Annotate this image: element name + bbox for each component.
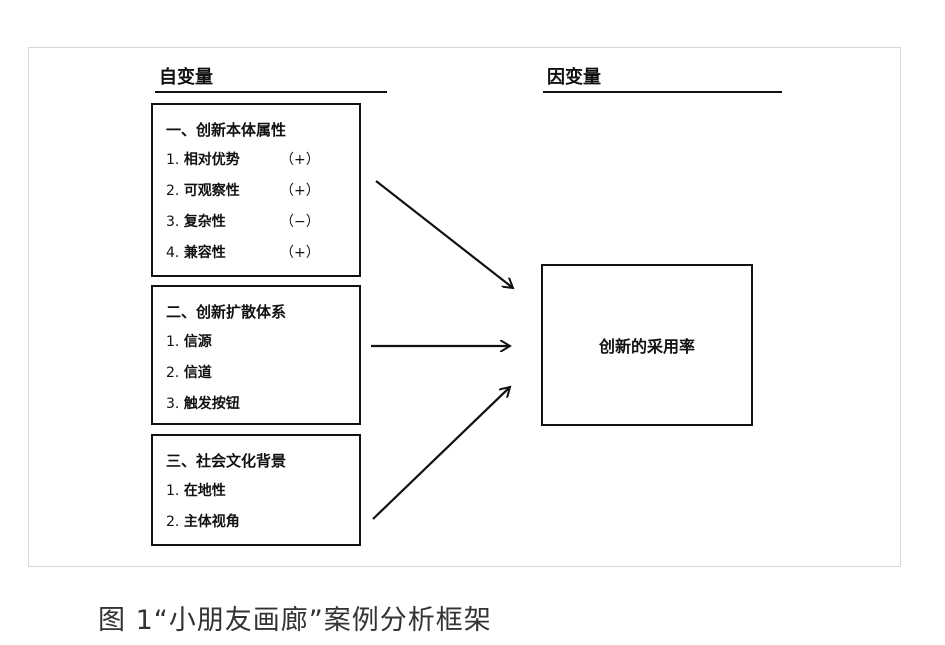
item-number: 4. — [166, 245, 180, 261]
dependent-variable-box: 创新的采用率 — [541, 264, 753, 426]
item-number: 2. — [166, 514, 180, 530]
list-item: 2. 可观察性 （+） — [166, 176, 359, 207]
item-label: 触发按钮 — [183, 396, 240, 412]
independent-variable-header: 自变量 — [155, 66, 387, 93]
arrow-context-to-adoption — [372, 387, 510, 520]
group-innovation-attributes: 一、创新本体属性 1. 相对优势 （+） 2. 可观察性 （+） 3. 复杂性 （−）… — [151, 103, 361, 277]
group-diffusion-system: 二、创新扩散体系 1. 信源 2. 信道 3. 触发按钮 — [151, 285, 361, 425]
item-number: 1. — [166, 152, 180, 168]
item-sign: （−） — [280, 214, 320, 230]
dependent-variable-label: 创新的采用率 — [598, 337, 695, 356]
item-number: 2. — [166, 183, 180, 199]
item-label: 信源 — [183, 334, 212, 350]
list-item: 1. 信源 — [166, 327, 359, 358]
item-sign: （+） — [280, 183, 320, 199]
list-item: 3. 触发按钮 — [166, 389, 359, 420]
item-number: 2. — [166, 365, 180, 381]
item-number: 1. — [166, 334, 180, 350]
arrow-attributes-to-adoption — [375, 180, 513, 288]
item-label: 主体视角 — [183, 514, 240, 530]
list-item: 4. 兼容性 （+） — [166, 238, 359, 269]
group-sociocultural-context: 三、社会文化背景 1. 在地性 2. 主体视角 — [151, 434, 361, 546]
list-item: 2. 信道 — [166, 358, 359, 389]
item-label: 在地性 — [183, 483, 226, 499]
group-title: 二、创新扩散体系 — [166, 303, 287, 321]
item-sign: （+） — [280, 152, 320, 168]
list-item: 2. 主体视角 — [166, 507, 359, 538]
item-label: 相对优势 — [183, 152, 240, 168]
dependent-variable-header: 因变量 — [543, 66, 782, 93]
item-number: 1. — [166, 483, 180, 499]
group-title: 一、创新本体属性 — [166, 121, 287, 139]
item-label: 信道 — [183, 365, 212, 381]
item-label: 兼容性 — [183, 245, 226, 261]
list-item: 1. 在地性 — [166, 476, 359, 507]
group-title: 三、社会文化背景 — [166, 452, 287, 470]
item-number: 3. — [166, 214, 180, 230]
figure-caption: 图 1“小朋友画廊”案例分析框架 — [98, 605, 492, 636]
item-label: 复杂性 — [183, 214, 226, 230]
list-item: 1. 相对优势 （+） — [166, 145, 359, 176]
item-label: 可观察性 — [183, 183, 240, 199]
list-item: 3. 复杂性 （−） — [166, 207, 359, 238]
item-sign: （+） — [280, 245, 320, 261]
item-number: 3. — [166, 396, 180, 412]
